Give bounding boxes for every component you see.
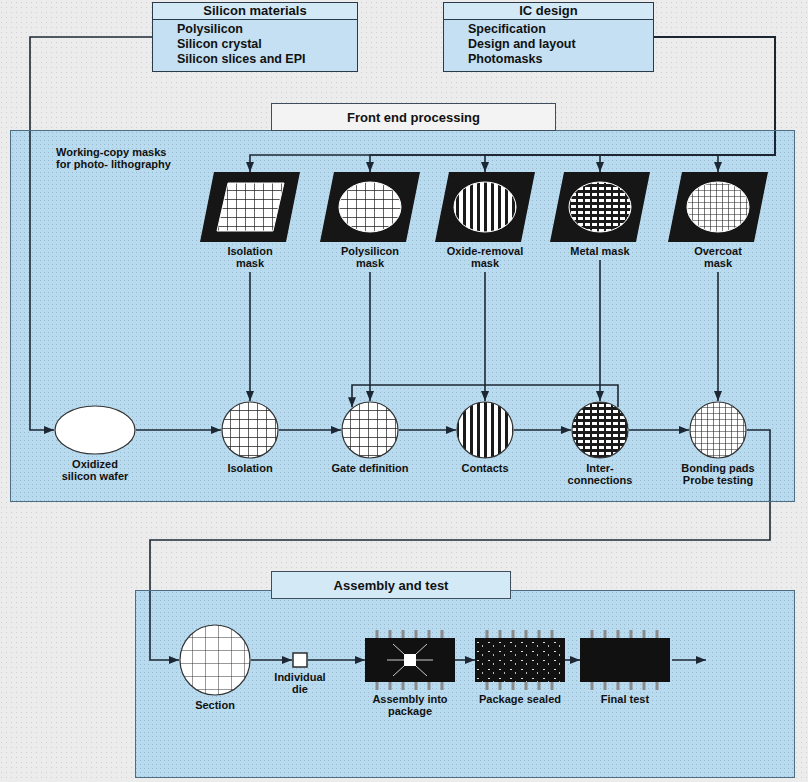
wafer-illustration [221,401,279,459]
step-label: Gate definition [332,462,409,474]
wafer-illustration [341,401,399,459]
wafer-step: Inter- connections [560,401,640,486]
wafer-illustration [54,405,136,455]
mask-illustration [668,172,768,242]
note-label: Working-copy masks for photo- lithograph… [56,146,184,170]
source-box: Silicon materialsPolysiliconSilicon crys… [152,2,358,72]
flow-arrow [565,659,580,661]
list-item: Silicon crystal [153,37,357,52]
mask-step: Metal mask [550,172,650,257]
wafer-step: Bonding pads Probe testing [676,401,760,486]
step-label: Package sealed [479,693,561,705]
list-item: Specification [444,20,653,37]
step-label: Oxide-removal mask [443,245,527,269]
step-label: Contacts [461,462,508,474]
list-item: Silicon slices and EPI [153,52,357,71]
step-label: Section [195,699,235,711]
step-label: Oxidized silicon wafer [54,458,136,482]
mask-illustration [550,172,650,242]
section-step: Section [175,624,255,711]
flow-arrow [717,272,719,401]
flow-arrow [654,37,775,172]
flow-arrow [30,37,152,430]
flow-arrow [599,260,601,401]
panel-title: Front end processing [347,110,480,125]
section-illustration [179,624,251,696]
flow-arrow [399,429,456,431]
panel-title: Assembly and test [334,578,449,593]
wafer-illustration [456,401,514,459]
mask-step: Overcoat mask [668,172,768,269]
pkg-step: Assembly into package [365,630,455,717]
step-label: Isolation mask [215,245,285,269]
die-illustration [292,652,308,668]
list-item: Polysilicon [153,20,357,37]
flow-arrow [369,272,371,401]
box-heading: IC design [444,3,653,20]
pkg-step: Package sealed [470,630,570,705]
list-item: Design and layout [444,37,653,52]
flow-arrow [279,429,341,431]
list-item: Photomasks [444,52,653,71]
wafer-step: Isolation [210,401,290,474]
panel-tab: Assembly and test [271,571,511,599]
flow-arrow [629,429,689,431]
step-label: Polysilicon mask [328,245,412,269]
step-label: Inter- connections [560,462,640,486]
mask-illustration [435,172,535,242]
wafer-step: Gate definition [330,401,410,474]
mask-step: Isolation mask [200,172,300,269]
step-label: Individual die [269,671,331,695]
flow-arrow [308,659,365,661]
stage-panel: Front end processingIsolation maskPolysi… [10,130,795,502]
flow-arrow [249,272,251,401]
mask-illustration [200,172,300,242]
die-step: Individual die [269,652,331,695]
step-label: Isolation [227,462,272,474]
wafer-illustration [571,401,629,459]
step-label: Final test [601,693,649,705]
flow-arrow [251,659,292,661]
pkg-illustration [580,630,670,690]
flow-arrow [484,272,486,401]
flow-arrow [514,429,571,431]
stage-panel: Assembly and testSectionIndividual dieAs… [135,590,795,778]
wafer-step: Contacts [445,401,525,474]
step-label: Metal mask [570,245,629,257]
mask-illustration [320,172,420,242]
pkg-illustration [475,630,565,690]
pkg-step: Final test [580,630,670,705]
flow-arrow [455,659,475,661]
source-box: IC designSpecificationDesign and layoutP… [443,2,654,72]
mask-step: Oxide-removal mask [435,172,535,269]
box-heading: Silicon materials [153,3,357,20]
wafer-step: Oxidized silicon wafer [54,405,136,482]
flow-arrow [136,429,221,431]
step-label: Assembly into package [366,693,454,717]
flow-arrow [150,430,770,660]
wafer-illustration [689,401,747,459]
step-label: Overcoat mask [683,245,753,269]
mask-step: Polysilicon mask [320,172,420,269]
step-label: Bonding pads Probe testing [676,462,760,486]
pkg-illustration [365,630,455,690]
panel-tab: Front end processing [271,103,556,131]
